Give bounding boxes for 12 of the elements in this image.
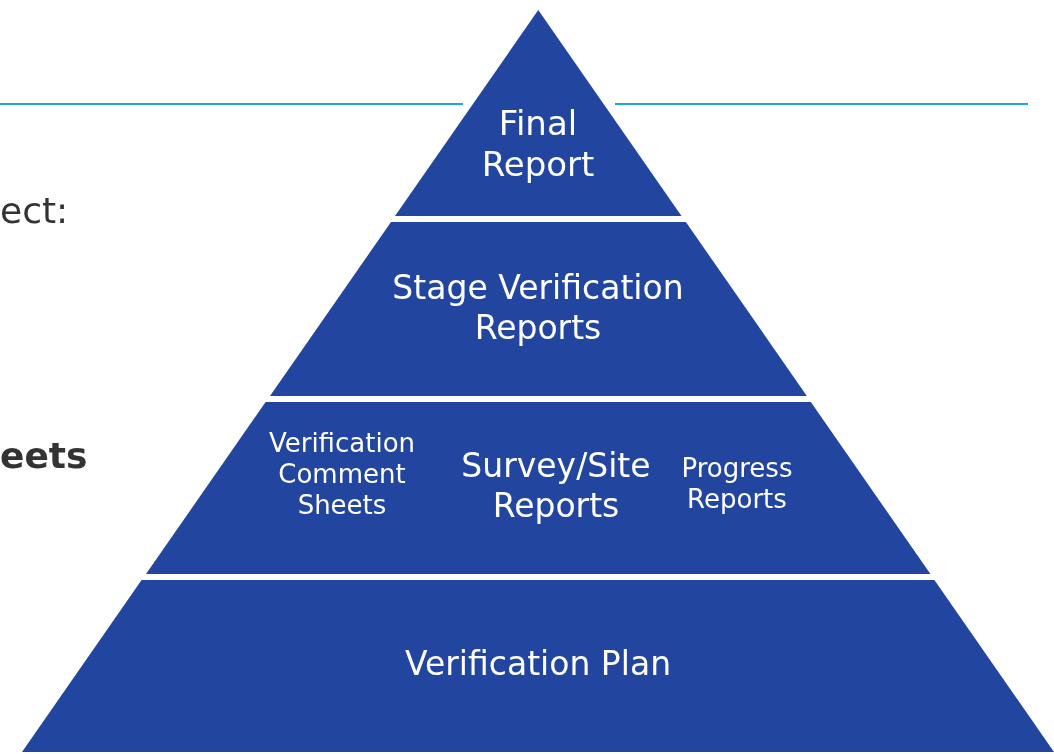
tier-label: Verification Plan [403,644,673,684]
pyramid-tier [269,222,807,396]
tier-label: Stage Verification Reports [391,268,685,348]
tier-label: Progress Reports [680,453,794,516]
tier-label: Final Report [480,103,596,185]
tier-label: Survey/Site Reports [460,446,652,526]
pyramid-tier [22,580,1054,752]
slide-text: ect: [0,190,69,231]
slide-text: eets [0,435,88,476]
pyramid-tier [394,10,682,216]
pyramid-tier [145,402,931,574]
tier-label: Verification Comment Sheets [267,428,417,522]
